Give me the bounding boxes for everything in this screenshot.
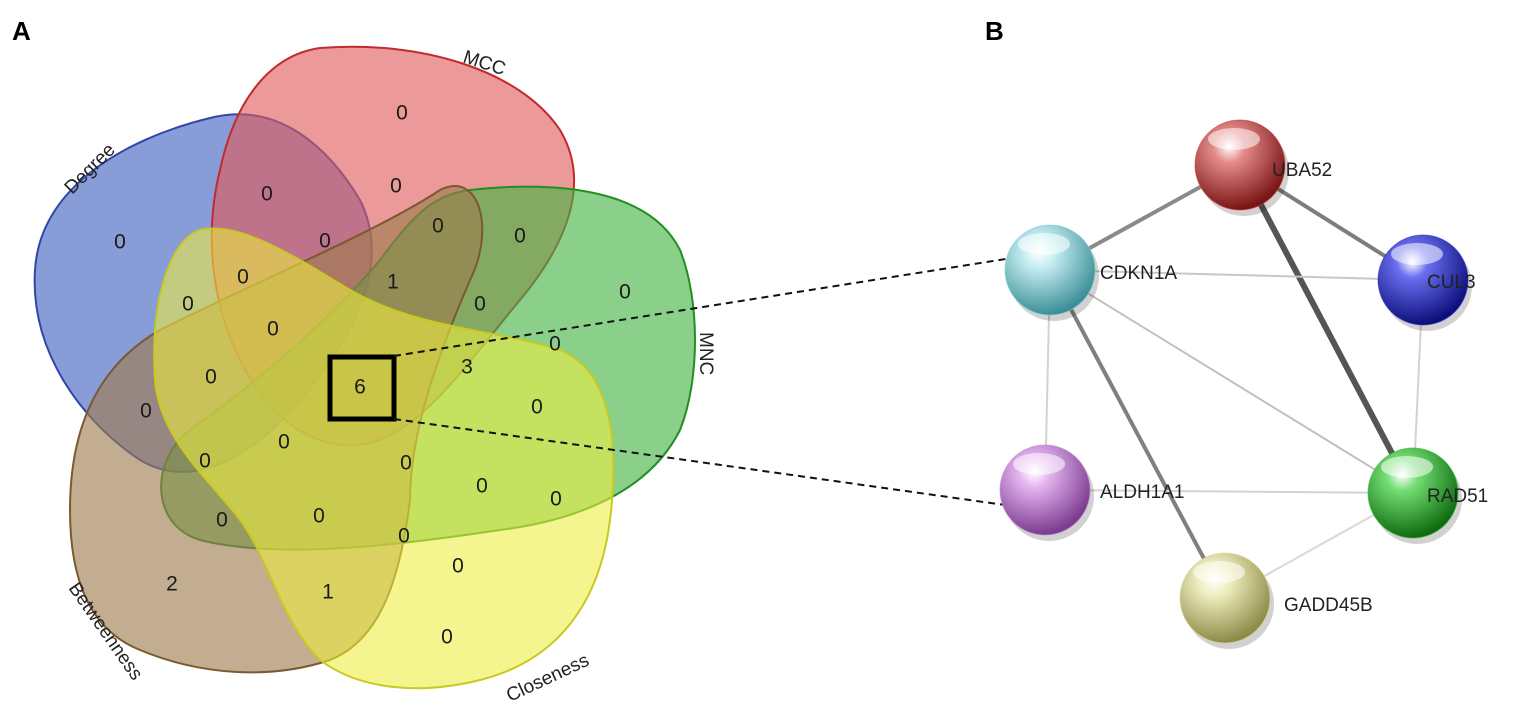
node-cdkn1a[interactable]: CDKN1A <box>1004 224 1177 321</box>
count-region: 0 <box>216 509 228 532</box>
zoom-line-top <box>393 257 1013 357</box>
count-region: 0 <box>549 333 561 356</box>
set-closeness <box>153 227 615 690</box>
node-label: GADD45B <box>1284 595 1373 616</box>
node-gloss <box>1193 561 1245 583</box>
count-region: 0 <box>278 431 290 454</box>
count-core: 6 <box>354 376 366 399</box>
count-region: 0 <box>199 450 211 473</box>
count-region: 0 <box>531 396 543 419</box>
count-region: 0 <box>432 215 444 238</box>
count-degree-only: 0 <box>114 231 126 254</box>
venn-diagram: MCC Degree MNC Betweenness Closeness 0 0… <box>33 45 716 707</box>
node-cul3[interactable]: CUL3 <box>1377 234 1476 331</box>
edge-uba52-rad51 <box>1237 163 1416 495</box>
panel-a-label: A <box>12 16 31 46</box>
count-region: 0 <box>550 488 562 511</box>
node-aldh1a1[interactable]: ALDH1A1 <box>999 444 1185 541</box>
edge-cdkn1a-gadd45b <box>1048 269 1227 599</box>
count-region: 0 <box>476 475 488 498</box>
node-gloss <box>1013 453 1065 475</box>
count-betweenness-only: 2 <box>166 573 178 596</box>
node-gloss <box>1018 233 1070 255</box>
node-rad51[interactable]: RAD51 <box>1367 447 1488 544</box>
edge-cdkn1a-rad51 <box>1049 269 1414 494</box>
node-gloss <box>1391 243 1443 265</box>
node-label: CDKN1A <box>1100 263 1177 284</box>
node-label: CUL3 <box>1427 272 1476 293</box>
node-uba52[interactable]: UBA52 <box>1194 119 1332 216</box>
count-region: 0 <box>474 293 486 316</box>
count-region: 0 <box>182 293 194 316</box>
count-region: 0 <box>237 266 249 289</box>
count-mnc-only: 0 <box>619 281 631 304</box>
count-region: 0 <box>205 366 217 389</box>
count-region: 0 <box>452 555 464 578</box>
network-edges <box>1044 163 1425 599</box>
node-gloss <box>1381 456 1433 478</box>
count-region: 0 <box>398 525 410 548</box>
count-region: 0 <box>400 452 412 475</box>
count-region: 0 <box>514 225 526 248</box>
count-region: 0 <box>313 505 325 528</box>
count-region: 3 <box>461 356 473 379</box>
node-label: ALDH1A1 <box>1100 482 1185 503</box>
count-region: 1 <box>387 271 399 294</box>
count-region: 0 <box>267 318 279 341</box>
node-label: UBA52 <box>1272 160 1332 181</box>
node-label: RAD51 <box>1427 486 1488 507</box>
core-highlight-box <box>327 354 397 422</box>
count-region: 0 <box>319 230 331 253</box>
set-label-mnc: MNC <box>695 332 716 375</box>
count-region: 0 <box>390 175 402 198</box>
zoom-line-bottom <box>393 418 1006 506</box>
count-region: 0 <box>261 183 273 206</box>
edge-aldh1a1-rad51 <box>1044 489 1414 494</box>
edge-cdkn1a-cul3 <box>1049 269 1424 281</box>
node-gloss <box>1208 128 1260 150</box>
count-mcc-only: 0 <box>396 102 408 125</box>
count-region: 0 <box>140 400 152 423</box>
node-gadd45b[interactable]: GADD45B <box>1179 552 1373 649</box>
panel-b-label: B <box>985 16 1004 46</box>
count-closeness-only: 0 <box>441 626 453 649</box>
count-region: 1 <box>322 581 334 604</box>
region-counts: 0 0 0 2 0 0 0 0 0 0 0 1 0 0 0 0 0 3 0 0 … <box>114 102 631 649</box>
